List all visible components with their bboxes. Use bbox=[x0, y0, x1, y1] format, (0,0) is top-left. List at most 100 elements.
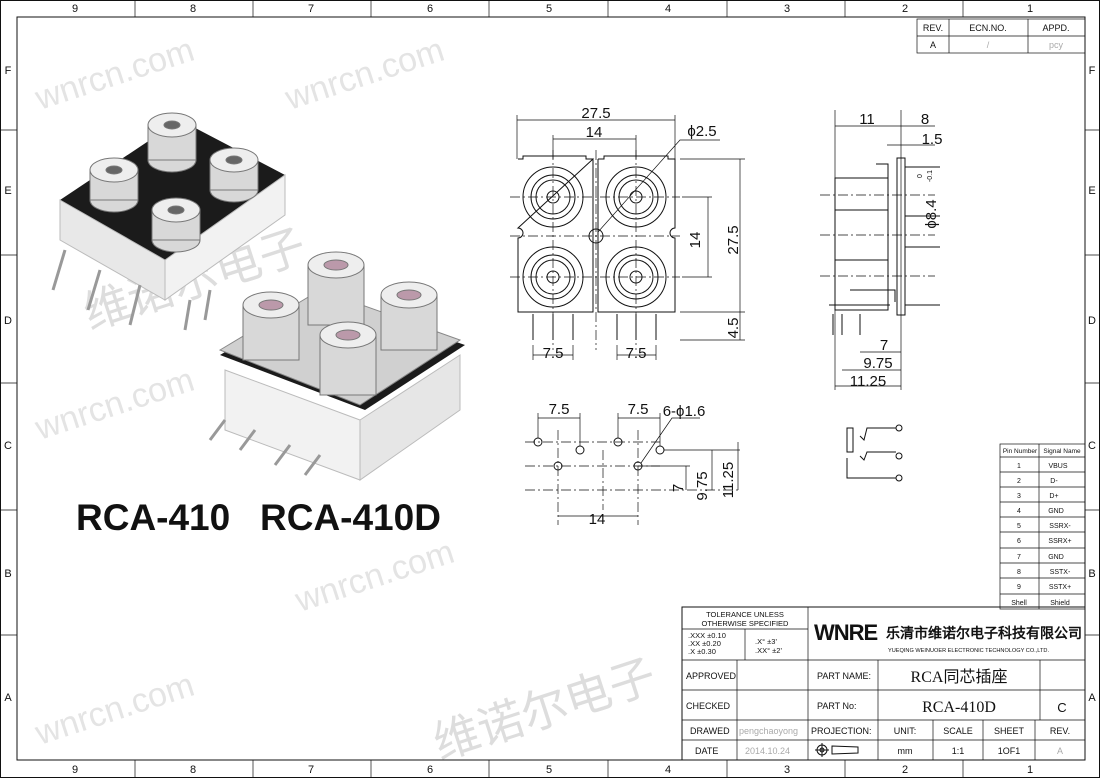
label-text: mm bbox=[898, 746, 913, 756]
label-text: SSRX- bbox=[1049, 523, 1071, 530]
label-text: .XX° ±2' bbox=[755, 646, 782, 655]
label-text: .XXX ±0.10 bbox=[688, 631, 726, 640]
label-text: 5 bbox=[1017, 523, 1021, 530]
label-text: 9.75 bbox=[694, 471, 711, 500]
label-text: 3 bbox=[1017, 493, 1021, 500]
label-text: 2 bbox=[902, 3, 908, 15]
label-text: A bbox=[4, 692, 12, 704]
label-text: 9.75 bbox=[863, 355, 892, 372]
label-text: 27.5 bbox=[581, 105, 610, 122]
label-text: GND bbox=[1048, 508, 1064, 515]
label-text: B bbox=[1088, 568, 1095, 580]
label-text: 8 bbox=[190, 764, 196, 776]
label-text: Signal Name bbox=[1043, 448, 1081, 455]
label-text: DRAWED bbox=[690, 726, 730, 736]
label-text: 1.5 bbox=[922, 131, 943, 148]
watermark-text: wnrcn.com bbox=[30, 666, 199, 753]
label-text: ϕ2.5 bbox=[687, 123, 716, 140]
model-title-rca-410: RCA-410 bbox=[76, 497, 230, 538]
label-text: 9 bbox=[72, 764, 78, 776]
label-text: 14 bbox=[589, 511, 606, 528]
label-text: 3 bbox=[784, 3, 790, 15]
label-text: 1 bbox=[1027, 3, 1033, 15]
label-text: 4 bbox=[1017, 508, 1021, 515]
watermark-cn-text: 维诺尔电子 bbox=[427, 649, 662, 770]
label-text: pcy bbox=[1049, 40, 1064, 50]
label-text: 4 bbox=[665, 3, 671, 15]
label-text: 7.5 bbox=[543, 345, 564, 362]
label-text: 2 bbox=[1017, 478, 1021, 485]
label-text: 11 bbox=[859, 111, 875, 128]
label-text: 7 bbox=[670, 484, 687, 492]
label-text: SSTX+ bbox=[1049, 584, 1071, 591]
pcb-layout-drawing: 7.5 7.5 6-ϕ1.6 14 7 9.75 11.25 bbox=[525, 401, 740, 528]
schematic-symbol bbox=[846, 424, 903, 482]
label-text: D- bbox=[1050, 478, 1058, 485]
label-text: 1 bbox=[1027, 764, 1033, 776]
label-text: 6 bbox=[427, 3, 433, 15]
label-text: 7.5 bbox=[628, 401, 649, 418]
label-text: A bbox=[930, 40, 936, 50]
label-text: 1 bbox=[1017, 463, 1021, 470]
side-view-drawing: 11 8 1.5 7 9.75 11.25 ϕ8.4 0 -0.1 bbox=[820, 110, 943, 482]
revision-table: REV. ECN.NO. APPD. A / pcy bbox=[916, 18, 1086, 54]
label-text: 8 bbox=[921, 111, 929, 128]
label-text: ϕ8.4 bbox=[923, 199, 940, 228]
label-text: 14 bbox=[586, 124, 603, 141]
label-text: pengchaoyong bbox=[739, 726, 798, 736]
label-text: D+ bbox=[1049, 493, 1058, 500]
label-text: 11.25 bbox=[850, 373, 886, 390]
label-text: E bbox=[4, 185, 11, 197]
label-text: Shell bbox=[1011, 600, 1027, 607]
label-text: 5 bbox=[546, 764, 552, 776]
label-text: PART No: bbox=[817, 701, 857, 711]
label-text: 8 bbox=[1017, 569, 1021, 576]
label-text: SHEET bbox=[994, 726, 1025, 736]
label-text: SSRX+ bbox=[1048, 538, 1071, 545]
label-text: 9 bbox=[1017, 584, 1021, 591]
label-text: SCALE bbox=[943, 726, 973, 736]
label-text: 1:1 bbox=[952, 746, 965, 756]
label-text: Pin Number bbox=[1003, 448, 1038, 455]
label-text: .X° ±3' bbox=[755, 637, 777, 646]
label-text: APPD. bbox=[1042, 23, 1069, 33]
label-text: F bbox=[5, 65, 12, 77]
label-text: 7 bbox=[880, 337, 888, 354]
label-text: 7.5 bbox=[626, 345, 647, 362]
label-text: GND bbox=[1048, 554, 1064, 561]
label-text: SSTX- bbox=[1050, 569, 1071, 576]
label-text: 3 bbox=[784, 764, 790, 776]
label-text: 27.5 bbox=[725, 225, 742, 254]
label-text: ECN.NO. bbox=[969, 23, 1007, 33]
label-text: VBUS bbox=[1048, 463, 1067, 470]
label-text: 6 bbox=[1017, 538, 1021, 545]
label-text: Shield bbox=[1050, 600, 1070, 607]
label-text: C bbox=[4, 440, 12, 452]
label-text: 5 bbox=[546, 3, 552, 15]
label-text: REV. bbox=[1050, 726, 1070, 736]
label-text: / bbox=[987, 40, 990, 50]
product-photo-rca-410d bbox=[208, 251, 465, 481]
watermark-text: wnrcn.com bbox=[30, 31, 199, 118]
model-titles: RCA-410 RCA-410D bbox=[76, 497, 441, 538]
label-text: 7 bbox=[308, 764, 314, 776]
label-text: E bbox=[1088, 185, 1095, 197]
company-logo: WNRE bbox=[814, 620, 878, 645]
label-text: RCA-410D bbox=[922, 699, 996, 716]
watermark-text: wnrcn.com bbox=[290, 533, 459, 620]
label-text: 1OF1 bbox=[998, 746, 1021, 756]
label-text: RCA同芯插座 bbox=[911, 668, 1008, 686]
label-text: PART NAME: bbox=[817, 671, 871, 681]
label-text: 9 bbox=[72, 3, 78, 15]
watermark-text: wnrcn.com bbox=[280, 31, 449, 118]
label-text: 4 bbox=[665, 764, 671, 776]
label-text: 11.25 bbox=[720, 462, 737, 498]
label-text: 2014.10.24 bbox=[745, 746, 790, 756]
label-text: 0 bbox=[917, 174, 924, 178]
label-text: .X ±0.30 bbox=[688, 647, 716, 656]
product-photo-rca-410 bbox=[51, 112, 286, 331]
label-text: D bbox=[4, 315, 12, 327]
label-text: C bbox=[1088, 440, 1096, 452]
label-text: .XX ±0.20 bbox=[688, 639, 721, 648]
label-text: TOLERANCE UNLESS bbox=[706, 610, 784, 619]
